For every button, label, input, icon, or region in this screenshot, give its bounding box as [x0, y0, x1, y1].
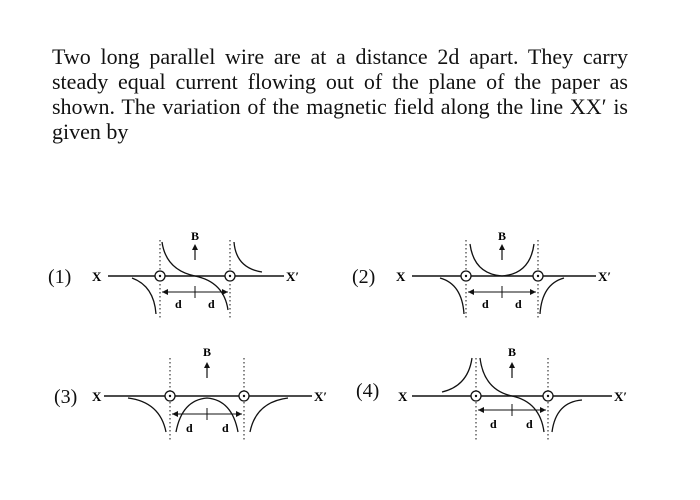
x-left-label: X — [92, 389, 102, 404]
d-label: d — [490, 417, 497, 431]
option-1-graph: X X′ B d d — [92, 229, 299, 318]
field-label: B — [191, 229, 199, 243]
field-label: B — [508, 345, 516, 359]
x-right-label: X′ — [598, 269, 611, 284]
d-label: d — [482, 297, 489, 311]
option-2-graph: X X′ B d d — [396, 229, 611, 318]
x-left-label: X — [396, 269, 406, 284]
option-2[interactable]: (2) X X′ B d d — [352, 226, 652, 346]
option-4[interactable]: (4) X X′ B d d — [356, 340, 656, 460]
option-1[interactable]: (1) X X′ B d d — [48, 226, 348, 346]
option-label: (2) — [352, 266, 376, 288]
field-label: B — [498, 229, 506, 243]
d-label: d — [526, 417, 533, 431]
x-right-label: X′ — [286, 269, 299, 284]
x-left-label: X — [398, 389, 408, 404]
x-right-label: X′ — [314, 389, 327, 404]
x-right-label: X′ — [614, 389, 627, 404]
option-3-graph: X X′ B d d — [92, 345, 327, 440]
question-text: Two long parallel wire are at a distance… — [52, 44, 628, 144]
d-label: d — [515, 297, 522, 311]
d-label: d — [186, 421, 193, 435]
d-label: d — [208, 297, 215, 311]
option-3[interactable]: (3) X X′ B d d — [54, 340, 354, 460]
option-4-graph: X X′ B d d — [398, 345, 627, 440]
option-label: (1) — [48, 266, 72, 288]
option-label: (3) — [54, 386, 78, 408]
x-left-label: X — [92, 269, 102, 284]
d-label: d — [175, 297, 182, 311]
d-label: d — [222, 421, 229, 435]
field-label: B — [203, 345, 211, 359]
option-label: (4) — [356, 380, 380, 402]
